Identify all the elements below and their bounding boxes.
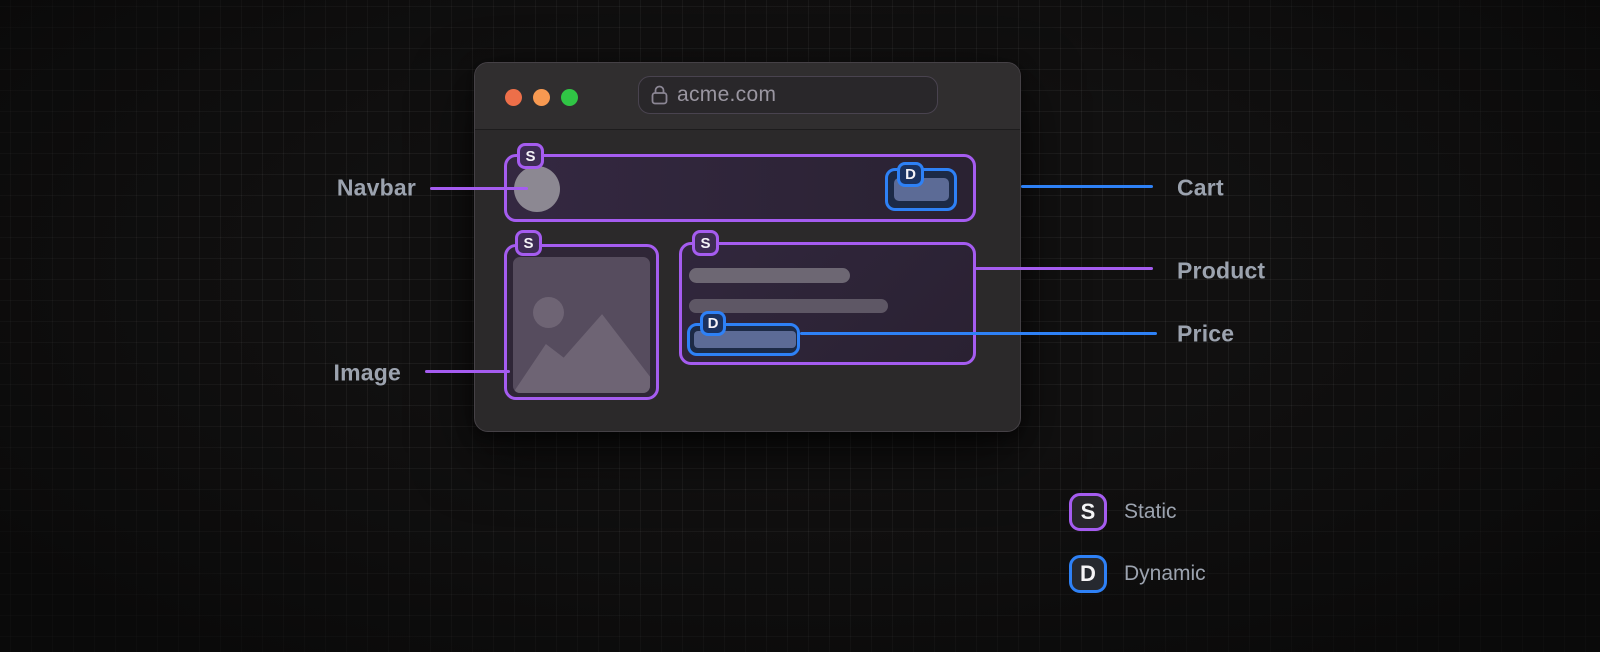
static-badge: S — [515, 230, 542, 256]
browser-viewport: S D S S — [475, 130, 1020, 431]
navbar-label: Navbar — [336, 174, 416, 201]
product-region: S D — [679, 230, 976, 365]
lock-icon — [651, 85, 668, 105]
legend: S Static D Dynamic — [1069, 493, 1206, 593]
product-connector-line — [975, 267, 1153, 270]
url-text: acme.com — [677, 83, 777, 106]
zoom-window-icon — [561, 89, 578, 106]
legend-static-row: S Static — [1069, 493, 1206, 531]
price-region: D — [687, 311, 800, 356]
cart-region: D — [885, 162, 957, 211]
product-label: Product — [1177, 257, 1266, 284]
cart-connector-line — [1021, 185, 1153, 188]
minimize-window-icon — [533, 89, 550, 106]
price-label: Price — [1177, 320, 1235, 347]
dynamic-badge: D — [700, 311, 726, 336]
static-badge: S — [517, 143, 544, 169]
image-connector-line — [425, 370, 510, 373]
image-label: Image — [333, 359, 401, 386]
sun-shape — [533, 297, 564, 328]
static-badge: S — [692, 230, 719, 256]
url-bar: acme.com — [638, 76, 938, 114]
dynamic-badge: D — [1069, 555, 1107, 593]
close-window-icon — [505, 89, 522, 106]
legend-dynamic-label: Dynamic — [1124, 562, 1206, 585]
text-line-placeholder — [689, 268, 850, 283]
image-region: S — [504, 230, 659, 400]
browser-titlebar: acme.com — [475, 63, 1020, 130]
browser-window: acme.com S D S — [474, 62, 1021, 432]
dynamic-badge: D — [897, 162, 924, 187]
price-connector-line — [800, 332, 1157, 335]
image-placeholder-icon — [513, 257, 650, 393]
cart-label: Cart — [1177, 174, 1224, 201]
navbar-connector-line — [430, 187, 528, 190]
traffic-lights — [505, 89, 578, 106]
navbar-region: S D — [504, 143, 976, 222]
legend-dynamic-row: D Dynamic — [1069, 555, 1206, 593]
static-badge: S — [1069, 493, 1107, 531]
mountains-shape — [513, 314, 650, 393]
legend-static-label: Static — [1124, 500, 1177, 523]
